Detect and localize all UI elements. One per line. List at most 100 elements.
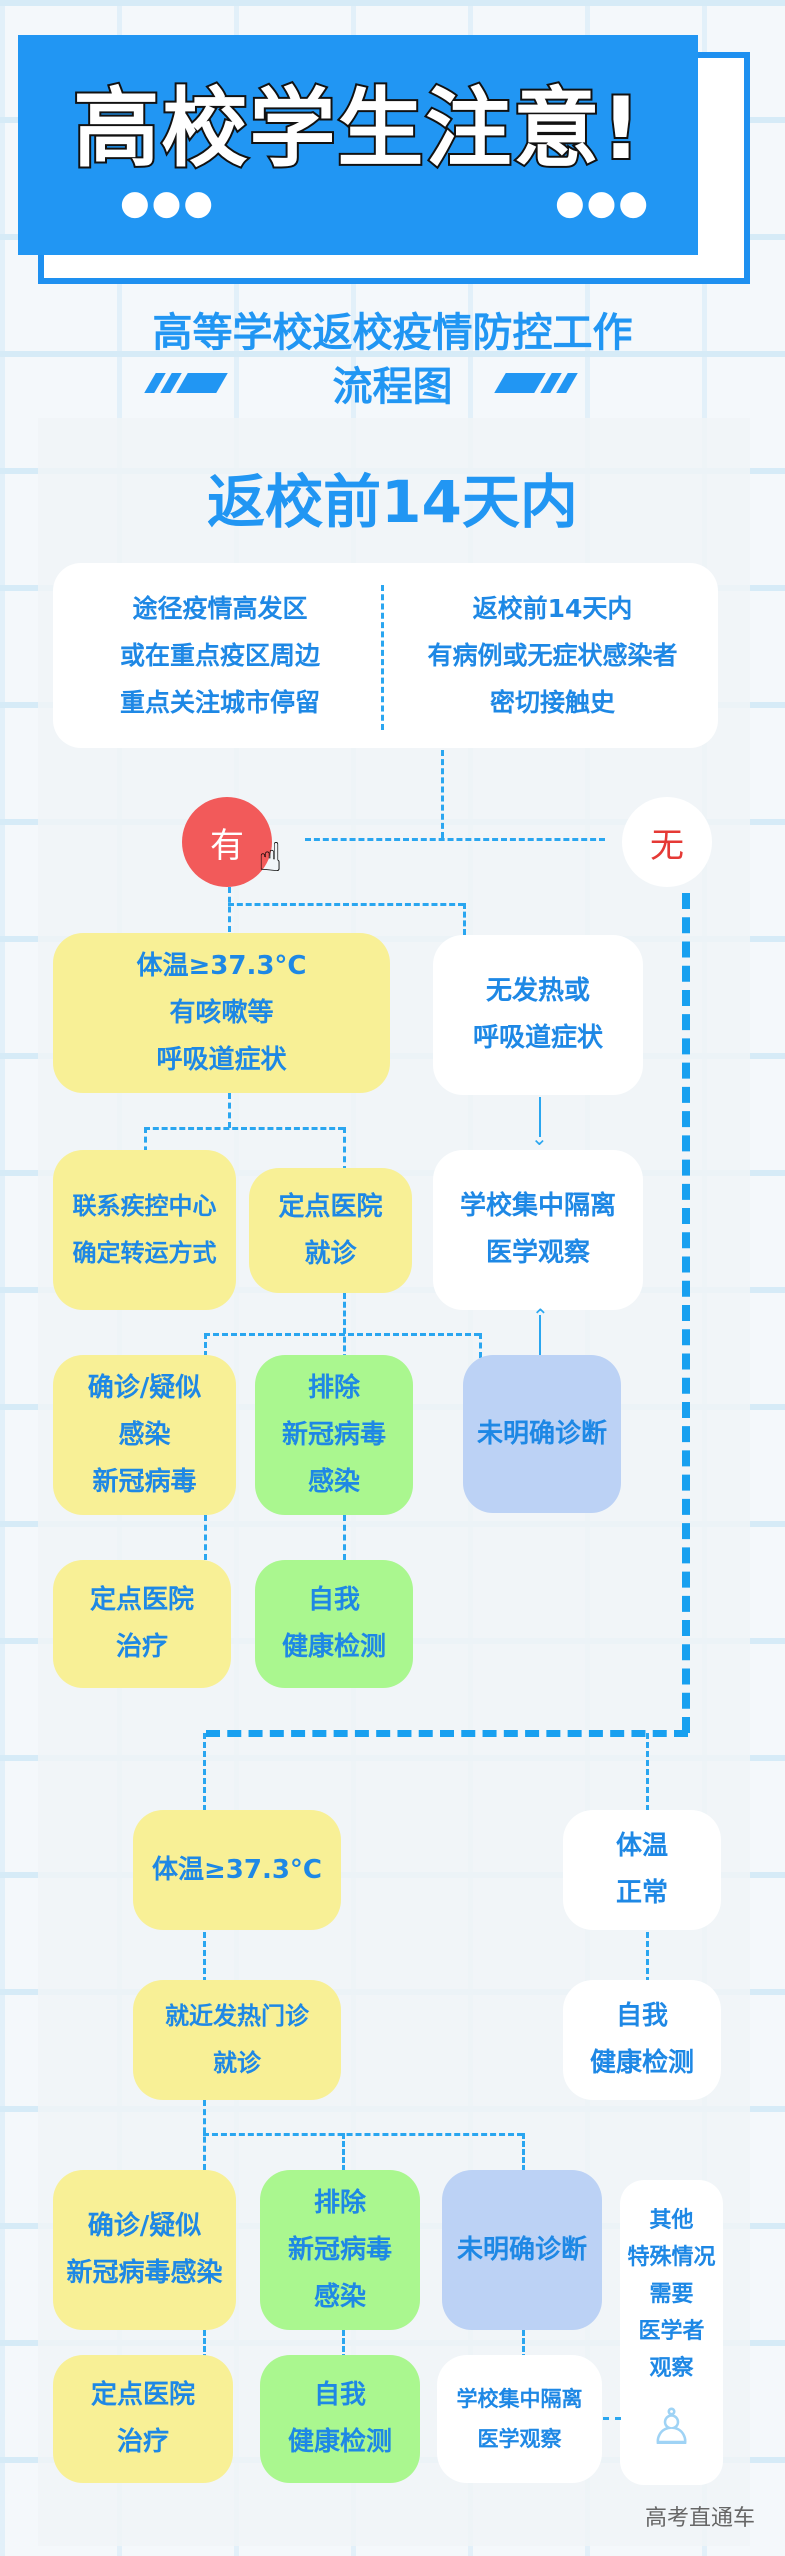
subtitle: 高等学校返校疫情防控工作 <box>152 310 633 356</box>
card-line: 观察 <box>649 2356 694 2381</box>
criteria-left-line: 途径疫情高发区 <box>132 594 308 623</box>
card-line: 健康检测 <box>287 2427 392 2457</box>
connector <box>144 1127 344 1130</box>
criteria-left: 途径疫情高发区 或在重点疫区周边 重点关注城市停留 <box>60 563 380 748</box>
card-line: 感染 <box>313 2281 366 2312</box>
connector <box>204 1333 480 1336</box>
card-line: 新冠病毒感染 <box>66 2258 223 2288</box>
card-line: 新冠病毒 <box>92 1466 197 1497</box>
connector <box>522 2330 525 2360</box>
card-line: 定点医院 <box>89 1585 194 1615</box>
source-watermark: 高考直通车 <box>644 2506 755 2531</box>
connector <box>343 1127 346 1172</box>
card-treatment-2: 定点医院 治疗 <box>53 2355 233 2483</box>
card-line: 有咳嗽等 <box>169 997 274 1028</box>
criteria-right-line: 有病例或无症状感染者 <box>427 641 678 670</box>
card-line: 体温 <box>615 1831 668 1861</box>
card-undiagnosed-2: 未明确诊断 <box>442 2170 602 2330</box>
card-self-monitor-2: 自我 健康检测 <box>260 2355 420 2483</box>
criteria-right-line: 返校前14天内 <box>472 594 633 623</box>
card-line: 医学观察 <box>477 2427 562 2451</box>
hand-pointer-icon: ☝ <box>258 835 283 881</box>
card-line: 健康检测 <box>589 2048 694 2078</box>
card-line: 医学观察 <box>485 1238 590 1268</box>
connector <box>646 1932 649 2010</box>
card-line: 未明确诊断 <box>476 1418 607 1449</box>
arrow-down <box>539 1097 541 1137</box>
card-line: 就诊 <box>304 1238 357 1269</box>
card-line: 自我 <box>307 1585 360 1615</box>
card-fever-clinic: 就近发热门诊 就诊 <box>133 1980 341 2100</box>
medical-worker-icon: ♙ <box>649 2398 694 2456</box>
card-self-monitor: 自我 健康检测 <box>255 1560 413 1688</box>
card-line: 学校集中隔离 <box>459 1191 616 1221</box>
no-branch-line <box>206 1730 688 1737</box>
card-line: 联系疾控中心 <box>72 1192 217 1220</box>
card-normal-temp: 体温 正常 <box>563 1810 721 1930</box>
connector <box>305 838 605 841</box>
card-line: 治疗 <box>116 2427 169 2457</box>
connector <box>203 1932 206 2010</box>
connector <box>522 2133 525 2171</box>
card-line: 感染 <box>307 1466 360 1497</box>
card-line: 定点医院 <box>90 2380 195 2410</box>
card-line: 正常 <box>615 1878 668 1908</box>
card-line: 自我 <box>615 2001 668 2031</box>
card-treatment: 定点医院 治疗 <box>53 1560 231 1688</box>
card-line: 确诊/疑似 <box>87 2211 202 2241</box>
connector <box>343 1515 346 1560</box>
connector <box>343 1293 346 1395</box>
card-line: 其他 <box>649 2208 694 2233</box>
card-line: 需要 <box>649 2282 694 2307</box>
criteria-right: 返校前14天内 有病例或无症状感染者 密切接触史 <box>390 563 715 748</box>
connector <box>228 1093 231 1128</box>
decision-no[interactable]: 无 <box>622 797 712 887</box>
banner <box>18 35 698 255</box>
card-line: 感染 <box>118 1419 171 1450</box>
dots-left-icon: ●●● <box>120 183 216 223</box>
connector <box>228 903 464 906</box>
card-line: 无发热或 <box>485 976 590 1006</box>
card-contact-cdc: 联系疾控中心 确定转运方式 <box>53 1150 236 1310</box>
criteria-left-line: 或在重点疫区周边 <box>119 641 320 670</box>
connector <box>463 903 466 935</box>
card-isolation: 学校集中隔离 医学观察 <box>433 1150 643 1310</box>
card-line: 医学者 <box>638 2319 705 2344</box>
card-excluded-2: 排除 新冠病毒 感染 <box>260 2170 420 2330</box>
connector <box>203 1733 206 1811</box>
card-line: 体温≥37.3°C <box>151 1854 323 1885</box>
card-line: 健康检测 <box>281 1632 386 1662</box>
subtitle-flowchart: 流程图 <box>332 364 453 410</box>
card-line: 自我 <box>313 2380 366 2410</box>
stripes-left-icon <box>144 373 270 395</box>
connector <box>203 2330 206 2360</box>
card-line: 新冠病毒 <box>287 2234 392 2265</box>
card-line: 未明确诊断 <box>456 2234 587 2265</box>
connector <box>144 1127 147 1162</box>
card-line: 治疗 <box>115 1632 168 1662</box>
decision-yes[interactable]: 有 <box>182 797 272 887</box>
card-line: 排除 <box>313 2187 366 2218</box>
arrow-up <box>539 1315 541 1355</box>
card-line: 就诊 <box>213 2049 261 2077</box>
card-fever-symptoms: 体温≥37.3°C 有咳嗽等 呼吸道症状 <box>53 933 390 1093</box>
criteria-left-line: 重点关注城市停留 <box>119 688 320 717</box>
card-line: 体温≥37.3°C <box>136 950 307 981</box>
card-confirmed: 确诊/疑似 感染 新冠病毒 <box>53 1355 236 1515</box>
criteria-card <box>53 563 718 748</box>
arrow-down-icon: ⌄ <box>531 1126 548 1150</box>
card-special: 其他 特殊情况 需要 医学者 观察 ♙ <box>620 2180 723 2485</box>
card-line: 确定转运方式 <box>72 1239 217 1267</box>
card-line: 新冠病毒 <box>281 1419 386 1450</box>
connector <box>603 2417 621 2420</box>
connector <box>342 2330 345 2360</box>
connector <box>646 1733 649 1811</box>
connector <box>204 1515 207 1560</box>
card-self-monitor-right: 自我 健康检测 <box>563 1980 721 2100</box>
criteria-right-line: 密切接触史 <box>489 688 615 717</box>
decision-yes-label: 有 <box>210 825 244 866</box>
connector <box>203 2133 523 2136</box>
connector <box>228 887 231 932</box>
connector <box>441 750 444 838</box>
card-no-fever: 无发热或 呼吸道症状 <box>433 935 643 1095</box>
